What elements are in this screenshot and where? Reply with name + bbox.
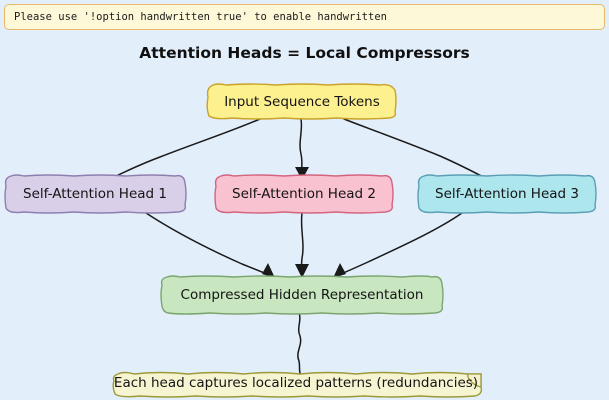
node-self-attention-head-2[interactable]: Self-Attention Head 2 — [214, 174, 394, 214]
node-compressed-hidden-representation[interactable]: Compressed Hidden Representation — [160, 275, 444, 315]
warning-banner: Please use '!option handwritten true' to… — [4, 4, 605, 30]
note-label: Each head captures localized patterns (r… — [114, 375, 478, 391]
edge-head2-to-compressed — [295, 212, 309, 278]
note-each-head-captures[interactable]: Each head captures localized patterns (r… — [112, 371, 483, 398]
node-label-head2: Self-Attention Head 2 — [232, 186, 376, 202]
warning-banner-message: Please use '!option handwritten true' to… — [14, 11, 387, 23]
edge-head3-to-compressed — [333, 212, 463, 278]
node-label-compressed: Compressed Hidden Representation — [181, 287, 424, 303]
node-label-head3: Self-Attention Head 3 — [435, 186, 579, 202]
node-self-attention-head-3[interactable]: Self-Attention Head 3 — [417, 174, 597, 214]
node-label-input: Input Sequence Tokens — [224, 94, 380, 110]
node-self-attention-head-1[interactable]: Self-Attention Head 1 — [4, 174, 187, 214]
node-input-sequence-tokens[interactable]: Input Sequence Tokens — [206, 83, 397, 120]
edge-head1-to-compressed — [145, 212, 275, 278]
page-title: Attention Heads = Local Compressors — [139, 44, 470, 62]
edge-compressed-to-note — [297, 309, 302, 374]
edge-input-to-head2 — [295, 118, 309, 180]
node-label-head1: Self-Attention Head 1 — [23, 186, 167, 202]
